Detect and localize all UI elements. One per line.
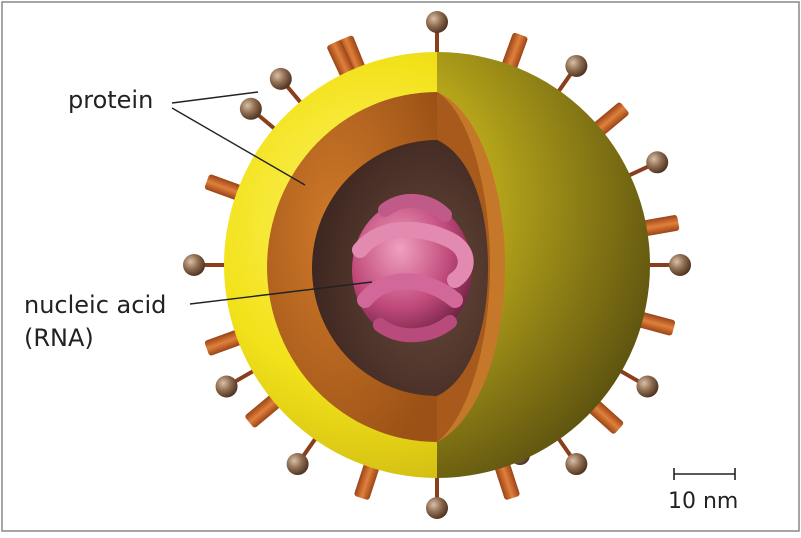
knob-spike-icon <box>646 151 669 174</box>
rna-coil <box>352 193 474 343</box>
leader-protein-capsid <box>171 107 306 186</box>
glycoprotein-spike-icon <box>354 458 381 500</box>
knob-spike-icon <box>565 453 588 476</box>
glycoprotein-spike-icon <box>493 458 520 500</box>
envelope-outer-right <box>437 52 650 478</box>
knob-spike-icon <box>269 67 292 90</box>
knob-spike-icon <box>426 497 448 519</box>
label-nucleic-acid: nucleic acid <box>24 291 166 319</box>
leader-protein-spike <box>171 91 259 104</box>
knob-spike-icon <box>565 54 588 77</box>
rna-coil-2 <box>357 273 463 308</box>
scale-bar: 10 nm <box>668 468 738 514</box>
rna-coil-4 <box>373 315 457 343</box>
leader-lines <box>171 91 373 305</box>
leader-rna <box>189 281 373 305</box>
knob-spike-icon <box>286 453 309 476</box>
rna-coil-3 <box>378 193 452 222</box>
knob-spike-icon <box>215 375 238 398</box>
knob-spike-icon <box>183 254 205 276</box>
glycoprotein-spike-icon <box>633 311 676 336</box>
label-protein: protein <box>68 86 153 114</box>
knob-spike-icon <box>669 254 691 276</box>
glycoprotein-spike-icon <box>637 215 680 237</box>
label-rna: (RNA) <box>24 324 94 352</box>
knob-spike-icon <box>426 11 448 33</box>
knob-spike-icon <box>239 97 262 120</box>
knob-spike-icon <box>636 375 659 398</box>
rna-coil-1 <box>352 221 474 288</box>
scale-bar-label: 10 nm <box>668 489 738 514</box>
